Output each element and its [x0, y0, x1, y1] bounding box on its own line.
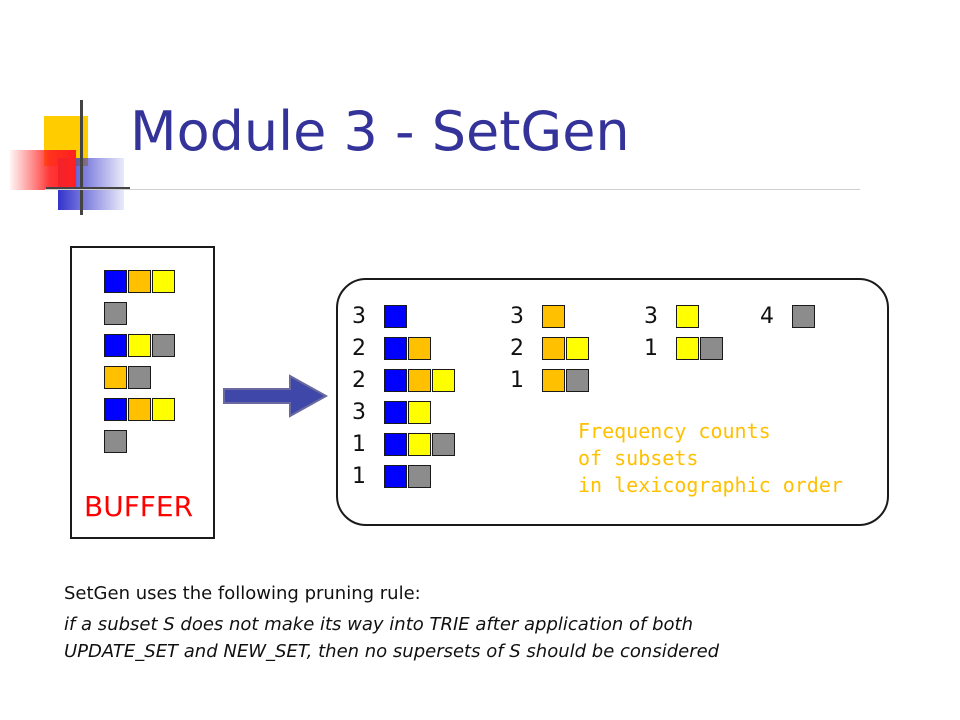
blue-item-square — [384, 337, 407, 360]
yellow-item-square — [152, 398, 175, 421]
orange-item-square — [542, 305, 565, 328]
buffer-box — [70, 246, 215, 539]
title-divider — [45, 189, 860, 190]
frequency-note-line: in lexicographic order — [578, 473, 843, 497]
yellow-item-square — [676, 305, 699, 328]
blue-item-square — [384, 465, 407, 488]
pruning-rule-line: if a subset S does not make its way into… — [64, 614, 693, 635]
subset-count: 1 — [510, 368, 524, 393]
subset-count: 3 — [644, 304, 658, 329]
yellow-item-square — [152, 270, 175, 293]
subset-counts-panel — [336, 278, 889, 526]
blue-item-square — [384, 401, 407, 424]
gray-item-square — [566, 369, 589, 392]
pruning-rule-line: UPDATE_SET and NEW_SET, then no superset… — [64, 641, 720, 662]
yellow-item-square — [566, 337, 589, 360]
subset-count: 2 — [352, 336, 366, 361]
yellow-item-square — [408, 401, 431, 424]
orange-item-square — [542, 337, 565, 360]
gray-item-square — [432, 433, 455, 456]
subset-count: 1 — [352, 464, 366, 489]
subset-count: 1 — [352, 432, 366, 457]
subset-count: 4 — [760, 304, 774, 329]
blue-item-square — [104, 398, 127, 421]
frequency-note: Frequency counts of subsets in lexicogra… — [578, 418, 843, 499]
gray-item-square — [152, 334, 175, 357]
gray-item-square — [792, 305, 815, 328]
subset-count: 1 — [644, 336, 658, 361]
blue-item-square — [104, 334, 127, 357]
subset-count: 2 — [510, 336, 524, 361]
buffer-label: BUFFER — [84, 490, 194, 523]
pruning-rule-intro: SetGen uses the following pruning rule: — [64, 583, 421, 604]
subset-count: 2 — [352, 368, 366, 393]
corner-logo-icon — [10, 100, 130, 215]
orange-item-square — [128, 270, 151, 293]
orange-item-square — [408, 369, 431, 392]
subset-count: 3 — [510, 304, 524, 329]
right-arrow-icon — [223, 374, 329, 418]
orange-item-square — [542, 369, 565, 392]
frequency-note-line: of subsets — [578, 446, 699, 470]
slide-title: Module 3 - SetGen — [130, 100, 630, 163]
gray-item-square — [408, 465, 431, 488]
frequency-note-line: Frequency counts — [578, 419, 771, 443]
yellow-item-square — [408, 433, 431, 456]
subset-count: 3 — [352, 400, 366, 425]
orange-item-square — [104, 366, 127, 389]
blue-item-square — [384, 433, 407, 456]
orange-item-square — [128, 398, 151, 421]
gray-item-square — [104, 302, 127, 325]
gray-item-square — [128, 366, 151, 389]
blue-item-square — [104, 270, 127, 293]
pruning-rule-text: if a subset S does not make its way into… — [64, 611, 719, 665]
yellow-item-square — [432, 369, 455, 392]
orange-item-square — [408, 337, 431, 360]
gray-item-square — [700, 337, 723, 360]
yellow-item-square — [676, 337, 699, 360]
blue-item-square — [384, 305, 407, 328]
gray-item-square — [104, 430, 127, 453]
subset-count: 3 — [352, 304, 366, 329]
yellow-item-square — [128, 334, 151, 357]
blue-item-square — [384, 369, 407, 392]
